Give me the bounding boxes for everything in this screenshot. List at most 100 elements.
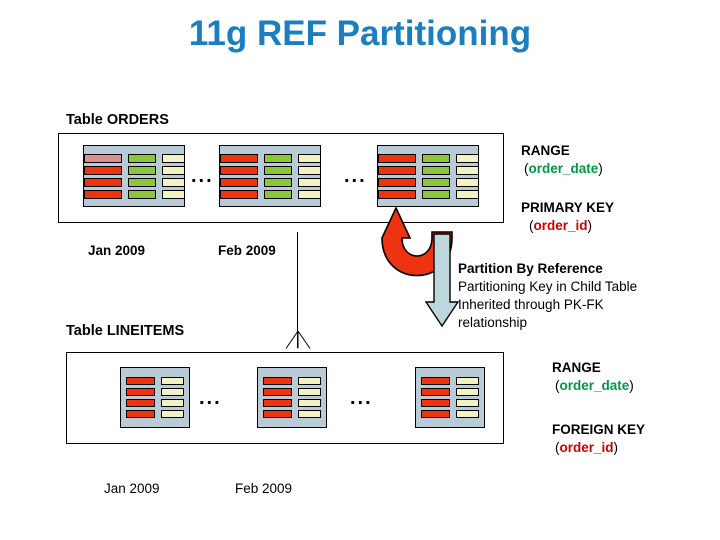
record-bar-red: [126, 410, 155, 418]
record-bar-green: [263, 153, 292, 163]
lineitems-partition-feb: [257, 367, 327, 428]
partition-row: [418, 410, 482, 418]
orders-ellipsis-1: ...: [191, 165, 214, 187]
partition-row: [217, 189, 324, 199]
orders-month-label-feb: Feb 2009: [218, 243, 276, 258]
record-bar-cream: [456, 377, 479, 385]
partition-row: [81, 189, 188, 199]
lineitems-month-label-feb: Feb 2009: [235, 481, 293, 496]
reference-note-line-1: Partitioning Key in Child Table: [458, 278, 638, 294]
record-bar-red: [126, 399, 155, 407]
record-bar-cream: [455, 165, 479, 175]
partition-row: [217, 153, 324, 163]
record-bar-red: [421, 377, 450, 385]
partition-row: [418, 377, 482, 385]
partition-row: [217, 165, 324, 175]
record-bar-red: [126, 377, 155, 385]
record-bar-red: [219, 153, 258, 163]
orders-partition-feb: [219, 145, 321, 207]
record-bar-cream: [456, 399, 479, 407]
orders-range-keyword: RANGE: [521, 143, 570, 158]
partition-by-reference-arrow: [381, 206, 460, 328]
record-bar-green: [421, 153, 450, 163]
record-bar-green: [127, 189, 156, 199]
partition-row: [418, 388, 482, 396]
record-bar-green: [421, 165, 450, 175]
record-bar-cream: [298, 399, 321, 407]
record-bar-red: [377, 189, 416, 199]
partition-row: [418, 399, 482, 407]
partition-row: [81, 165, 188, 175]
lineitems-range-keyword: RANGE: [552, 360, 601, 375]
record-bar-red: [263, 377, 292, 385]
lineitems-ellipsis-2: ...: [350, 387, 373, 409]
orders-range-annotation: RANGE (order_date): [521, 142, 603, 178]
record-bar-red: [219, 189, 258, 199]
paren-close: ): [587, 217, 593, 233]
record-bar-red: [83, 177, 122, 187]
partition-row: [123, 377, 187, 385]
partition-row: [123, 388, 187, 396]
record-bar-cream: [455, 177, 479, 187]
record-bar-green: [263, 189, 292, 199]
paren-close: ): [629, 377, 634, 393]
lineitems-month-label-jan: Jan 2009: [104, 481, 160, 496]
record-bar-cream: [297, 189, 321, 199]
record-bar-red: [421, 388, 450, 396]
paren-open: (: [529, 217, 534, 233]
lineitems-range-annotation: RANGE (order_date): [552, 359, 634, 395]
partition-row: [260, 399, 324, 407]
orders-month-label-jan: Jan 2009: [88, 243, 146, 258]
record-bar-red: [421, 399, 450, 407]
record-bar-green: [421, 177, 450, 187]
record-bar-green: [127, 165, 156, 175]
record-bar-red: [421, 410, 450, 418]
record-bar-cream: [297, 165, 321, 175]
lineitems-fk-keyword: FOREIGN KEY: [552, 422, 646, 437]
record-bar-green: [263, 177, 292, 187]
orders-table-caption: Table ORDERS: [66, 112, 169, 128]
partition-row: [375, 177, 482, 187]
record-bar-cream: [456, 388, 479, 396]
partition-row: [375, 165, 482, 175]
record-bar-cream: [297, 153, 321, 163]
partition-row: [260, 377, 324, 385]
record-bar-red: [377, 153, 416, 163]
record-bar-red: [263, 410, 292, 418]
partition-row: [260, 410, 324, 418]
lineitems-partition-last: [415, 367, 485, 428]
record-bar-cream: [161, 189, 185, 199]
paren-close: ): [613, 439, 619, 455]
record-bar-cream: [455, 153, 479, 163]
paren-open: (: [555, 439, 560, 455]
record-bar-green: [127, 153, 156, 163]
lineitems-range-column: order_date: [559, 377, 630, 393]
lineitems-foreign-key-annotation: FOREIGN KEY (order_id): [552, 421, 645, 457]
partition-row: [375, 153, 482, 163]
record-bar-red: [377, 177, 416, 187]
record-bar-cream: [298, 410, 321, 418]
record-bar-red: [219, 165, 258, 175]
paren-open: (: [555, 377, 560, 393]
partition-row: [217, 177, 324, 187]
record-bar-red: [263, 399, 292, 407]
record-bar-cream: [298, 388, 321, 396]
record-bar-red: [83, 153, 122, 163]
record-bar-cream: [161, 377, 184, 385]
record-bar-red: [83, 189, 122, 199]
partition-row: [375, 189, 482, 199]
crowsfoot-connector-icon: [285, 331, 311, 349]
orders-pk-keyword: PRIMARY KEY: [521, 200, 615, 215]
orders-ellipsis-2: ...: [344, 165, 367, 187]
paren-open: (: [524, 160, 529, 176]
record-bar-cream: [161, 388, 184, 396]
record-bar-cream: [297, 177, 321, 187]
orders-partition-last: [377, 145, 479, 207]
orders-primary-key-annotation: PRIMARY KEY (order_id): [521, 199, 614, 235]
lineitems-partition-jan: [120, 367, 190, 428]
partition-row: [81, 177, 188, 187]
partition-row: [123, 399, 187, 407]
record-bar-green: [263, 165, 292, 175]
record-bar-red: [126, 388, 155, 396]
record-bar-cream: [161, 410, 184, 418]
